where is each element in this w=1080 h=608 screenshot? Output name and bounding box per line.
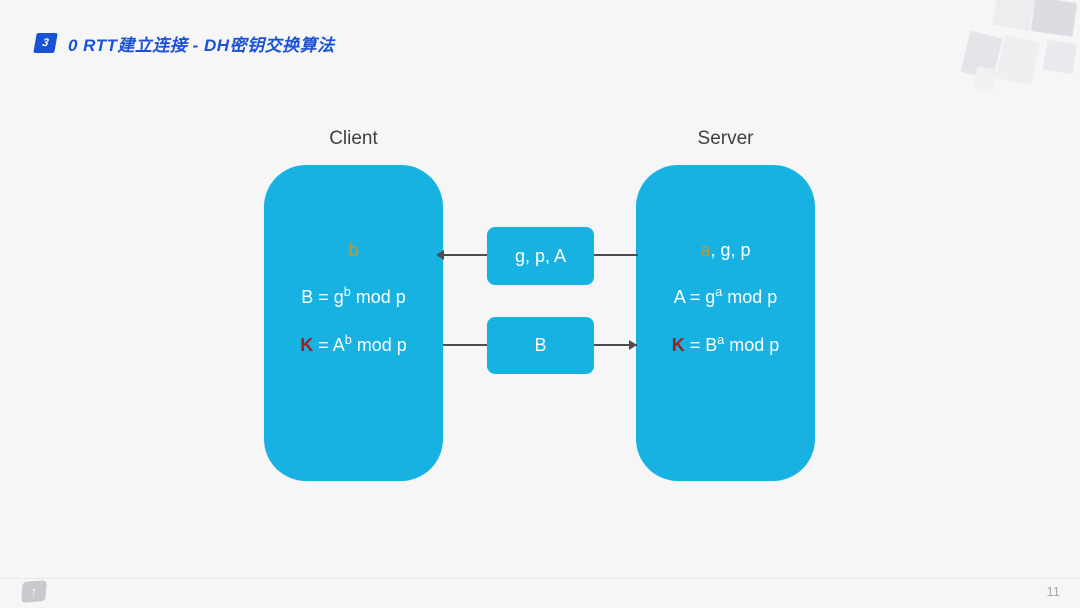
server-label: Server [697, 128, 754, 149]
formula-exponent: a [715, 285, 723, 299]
formula-text: mod p [350, 287, 406, 307]
client-label: Client [329, 128, 378, 149]
shared-key-symbol: K [671, 335, 685, 355]
logo-icon: ↑ [21, 580, 47, 603]
message-box-b: B [487, 317, 594, 374]
formula-text: B = g [301, 287, 344, 307]
client-formula-public: B = gb mod p [264, 284, 443, 310]
arrowhead-left-icon [436, 250, 444, 260]
deco-square [995, 34, 1041, 86]
section-number-badge: 3 [33, 33, 58, 53]
formula-exponent: b [344, 333, 352, 347]
deco-square [991, 0, 1037, 32]
message-box-gpa: g, p, A [487, 227, 594, 285]
client-node: b B = gb mod p K = Ab mod p [264, 165, 443, 481]
formula-text: = A [313, 335, 345, 355]
slide-header: 3 0 RTT建立连接 - DH密钥交换算法 [33, 31, 335, 55]
server-public-params: , g, p [710, 240, 751, 260]
footer-divider [0, 578, 1080, 579]
formula-exponent: b [343, 285, 351, 299]
server-formula-public: A = ga mod p [636, 284, 815, 310]
deco-square [1030, 0, 1078, 37]
formula-text: = B [684, 335, 718, 355]
slide-title: 0 RTT建立连接 - DH密钥交换算法 [68, 35, 335, 55]
server-formula-key: K = Ba mod p [636, 332, 815, 358]
server-secret: a, g, p [636, 237, 815, 263]
pixel-squares-decoration-icon [945, 0, 1080, 115]
page-number: 11 [1046, 584, 1061, 599]
formula-text: mod p [724, 335, 780, 355]
server-secret-value: a [700, 240, 711, 260]
arrowhead-right-icon [629, 340, 637, 350]
deco-square [972, 66, 998, 92]
server-node: a, g, p A = ga mod p K = Ba mod p [636, 165, 815, 481]
client-formula-key: K = Ab mod p [264, 332, 443, 358]
formula-text: mod p [722, 287, 778, 307]
shared-key-symbol: K [300, 335, 314, 355]
deco-square [1042, 39, 1078, 75]
formula-exponent: a [717, 333, 725, 347]
client-secret: b [264, 237, 443, 263]
formula-text: mod p [351, 335, 407, 355]
formula-text: A = g [673, 287, 716, 307]
client-secret-value: b [348, 240, 359, 260]
